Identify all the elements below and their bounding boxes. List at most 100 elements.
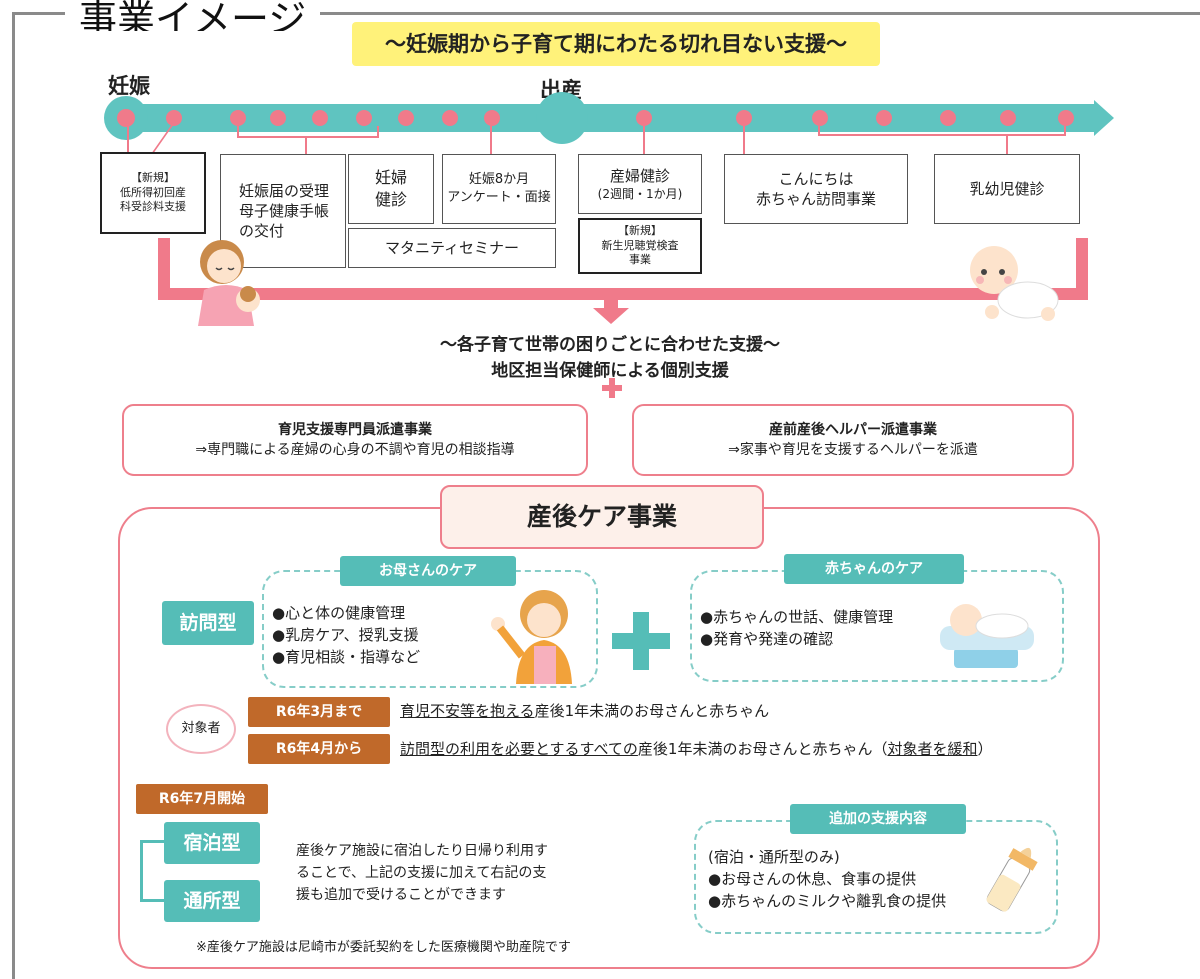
bracket-left (158, 238, 170, 300)
timeline-dot (876, 110, 892, 126)
baby-bottle-illustration (986, 847, 1038, 912)
box-line: 事業 (629, 253, 651, 267)
box-maternity-seminar: マタニティセミナー (348, 228, 556, 268)
timeline-dot (312, 110, 328, 126)
box-line: 妊娠8か月 (468, 172, 530, 188)
timeline-bar-pregnancy (125, 104, 555, 132)
additional-support-list: (宿泊・通所型のみ) ●お母さんの休息、食事の提供 ●赤ちゃんのミルクや離乳食の… (708, 846, 946, 912)
box-line: (2週間・1か月) (597, 187, 683, 202)
text-line: 産後ケア施設に宿泊したり日帰り利用す (296, 843, 548, 859)
underlined-text: 対象者を緩和 (887, 740, 978, 758)
type-bracket (140, 840, 164, 902)
text: 産後1年未満のお母さんと赤ちゃん（ (637, 740, 888, 758)
plus-icon (612, 612, 670, 670)
timeline-dot (940, 110, 956, 126)
footnote: ※産後ケア施設は尼崎市が委託契約をした医療機関や助産院です (196, 940, 571, 955)
box-line: 新生児聴覚検査 (601, 238, 679, 252)
box-line: こんにちは (778, 169, 854, 188)
crawling-baby-illustration (970, 246, 1059, 321)
caregiver-illustration (491, 590, 572, 684)
outer-frame: 事業イメージ (12, 0, 1200, 979)
until-march-tag: R6年3月まで (248, 697, 390, 727)
connector (643, 126, 645, 154)
stage-pregnancy-label: 妊娠 (108, 74, 150, 98)
list-item: ●お母さんの休息、食事の提供 (708, 870, 917, 888)
box-eight-month-interview: 妊娠8か月 アンケート・面接 (442, 154, 556, 224)
box-line: 乳幼児健診 (969, 179, 1045, 198)
list-item: ●赤ちゃんのミルクや離乳食の提供 (708, 892, 947, 910)
stay-description: 産後ケア施設に宿泊したり日帰り利用す ることで、上記の支援に加えて右記の支 援も… (296, 840, 548, 906)
birth-node (536, 92, 588, 144)
connector (1006, 134, 1008, 154)
box-helper-dispatch: 産前産後ヘルパー派遣事業 ⇒家事や育児を支援するヘルパーを派遣 (632, 404, 1074, 476)
box-line: 【新規】 (618, 223, 662, 237)
timeline-dot (166, 110, 182, 126)
connector (377, 126, 379, 138)
box-line: マタニティセミナー (384, 238, 520, 257)
list-item: ●乳房ケア、授乳支援 (272, 626, 419, 644)
july-start-tag: R6年7月開始 (136, 784, 268, 814)
box-line: 妊娠届の受理 (239, 181, 330, 200)
connector (127, 126, 129, 156)
text: 産後1年未満のお母さんと赤ちゃん (534, 702, 770, 720)
box-low-income-first-visit: 【新規】 低所得初回産 科受診料支援 (100, 152, 206, 234)
box-title: 産前産後ヘルパー派遣事業 (769, 421, 937, 438)
from-april-tag: R6年4月から (248, 734, 390, 764)
baby-scale-illustration (940, 604, 1034, 668)
text-line: 援も追加で受けることができます (296, 887, 506, 903)
connector (237, 126, 239, 138)
connector (1064, 126, 1066, 136)
box-maternal-checkup: 妊婦 健診 (348, 154, 434, 224)
box-line: 健診 (374, 190, 407, 209)
subtitle-banner: ～妊娠期から子育て期にわたる切れ目ない支援～ (352, 22, 880, 66)
box-line: の交付 (239, 222, 285, 241)
connector (743, 126, 745, 154)
from-april-text: 訪問型の利用を必要とするすべての産後1年未満のお母さんと赤ちゃん（対象者を緩和） (400, 738, 992, 759)
timeline-dot (270, 110, 286, 126)
underlined-text: 育児不安等を抱える (400, 702, 535, 720)
box-desc: ⇒家事や育児を支援するヘルパーを派遣 (728, 442, 978, 458)
pregnant-mother-illustration (198, 240, 260, 326)
list-item: ●育児相談・指導など (272, 648, 421, 666)
visit-type-tag: 訪問型 (162, 601, 254, 645)
box-pregnancy-report: 妊娠届の受理 母子健康手帳 の交付 (220, 154, 346, 268)
bracket-bottom (158, 288, 1088, 300)
connector-bracket (237, 136, 379, 138)
timeline-dot (484, 110, 500, 126)
frame-title: 事業イメージ (65, 0, 321, 31)
postpartum-care-title: 産後ケア事業 (440, 485, 764, 549)
timeline-dot (1058, 110, 1074, 126)
baby-care-tag: 赤ちゃんのケア (784, 554, 964, 584)
box-hello-baby-visit: こんにちは 赤ちゃん訪問事業 (724, 154, 908, 224)
box-childcare-specialist: 育児支援専門員派遣事業 ⇒専門職による産婦の心身の不調や育児の相談指導 (122, 404, 588, 476)
box-newborn-hearing: 【新規】 新生児聴覚検査 事業 (578, 218, 702, 274)
box-line: 低所得初回産 (120, 185, 186, 199)
box-line: 妊婦 (374, 168, 407, 188)
timeline-dot (356, 110, 372, 126)
box-infant-checkup: 乳幼児健診 (934, 154, 1080, 224)
underlined-text: 訪問型の利用を必要とするすべての (400, 740, 638, 758)
timeline-dot (1000, 110, 1016, 126)
timeline-dot (812, 110, 828, 126)
list-item: ●心と体の健康管理 (272, 604, 406, 622)
box-title: 育児支援専門員派遣事業 (278, 421, 432, 438)
down-arrow-head (593, 308, 629, 324)
list-item: (宿泊・通所型のみ) (708, 848, 840, 866)
timeline-arrow-head (1094, 100, 1114, 136)
list-item: ●赤ちゃんの世話、健康管理 (700, 608, 894, 626)
plus-icon (602, 378, 622, 398)
connector (305, 136, 307, 154)
bracket-right (1076, 238, 1088, 300)
mother-care-list: ●心と体の健康管理 ●乳房ケア、授乳支援 ●育児相談・指導など (272, 602, 420, 668)
timeline-dot (230, 110, 246, 126)
baby-care-list: ●赤ちゃんの世話、健康管理 ●発育や発達の確認 (700, 606, 893, 650)
box-line: 科受診料支援 (120, 200, 186, 214)
until-march-text: 育児不安等を抱える産後1年未満のお母さんと赤ちゃん (400, 700, 769, 721)
timeline-dot (736, 110, 752, 126)
text-line: ることで、上記の支援に加えて右記の支 (296, 865, 547, 881)
connector-bracket (818, 134, 1066, 136)
down-arrow-stem (604, 298, 618, 310)
timeline-dot (398, 110, 414, 126)
text: ） (977, 740, 993, 758)
connector (490, 126, 492, 154)
